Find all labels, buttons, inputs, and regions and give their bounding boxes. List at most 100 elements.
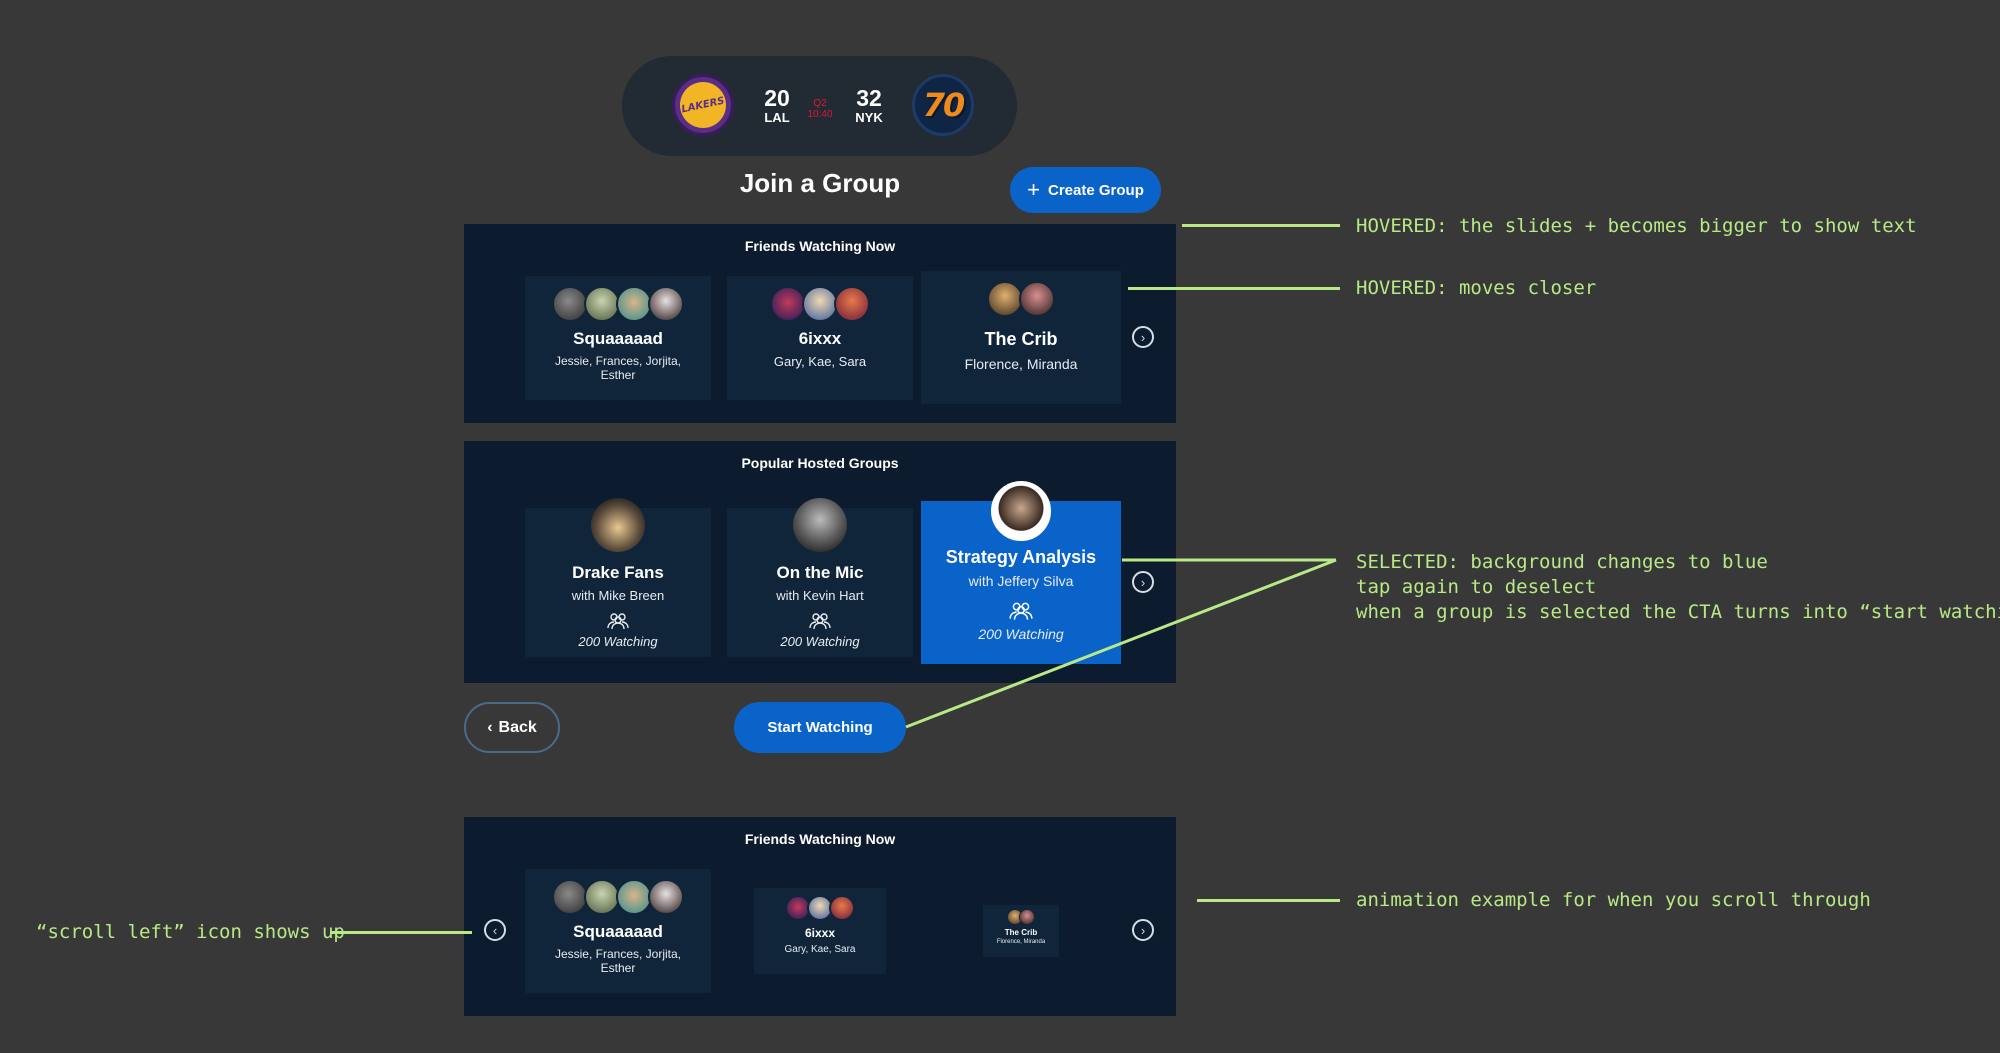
avatar <box>648 879 684 915</box>
avatar <box>802 286 838 322</box>
avatar <box>834 286 870 322</box>
group-members: Jessie, Frances, Jorjita, Esther <box>554 947 682 975</box>
watching-count: 200 Watching <box>978 626 1064 642</box>
member-avatars <box>525 879 711 915</box>
watching-count: 200 Watching <box>780 634 860 649</box>
group-card-squaaaaad[interactable]: Squaaaaad Jessie, Frances, Jorjita, Esth… <box>525 869 711 993</box>
avatar <box>1019 281 1055 317</box>
group-members: Gary, Kae, Sara <box>773 354 867 369</box>
friends-panel-title: Friends Watching Now <box>744 238 896 254</box>
create-group-label: Create Group <box>1048 181 1144 199</box>
group-name: The Crib <box>984 329 1058 349</box>
member-avatars <box>754 895 886 921</box>
group-card-6ixxx-shrinking[interactable]: 6ixxx Gary, Kae, Sara <box>754 888 886 974</box>
knicks-logo: 70 <box>912 74 974 136</box>
home-score: 20 <box>764 85 790 111</box>
annotation-selected-line-2: tap again to deselect <box>1356 576 1597 598</box>
member-avatars <box>727 286 913 322</box>
group-name: Squaaaaad <box>573 329 663 348</box>
lakers-logo: LAKERS <box>672 74 734 136</box>
group-name: On the Mic <box>776 563 864 582</box>
member-avatars <box>525 286 711 322</box>
group-name: Drake Fans <box>572 563 664 582</box>
group-members: Gary, Kae, Sara <box>784 944 856 955</box>
people-icon <box>1009 602 1033 620</box>
avatar <box>616 879 652 915</box>
group-name: 6ixxx <box>798 329 842 348</box>
avatar <box>648 286 684 322</box>
home-team-abbr: LAL <box>764 110 790 125</box>
back-label: Back <box>498 718 537 736</box>
friends-watching-scroll-example: Friends Watching Now ‹ Squaaaaad Jessie,… <box>464 817 1176 1016</box>
chevron-right-icon: › <box>1140 922 1146 938</box>
friends-watching-panel: Friends Watching Now Squaaaaad Jessie, F… <box>464 224 1176 423</box>
annotation-scroll-left: “scroll left” icon shows up <box>36 921 345 943</box>
host-avatar <box>591 498 645 552</box>
group-name: Squaaaaad <box>573 922 663 941</box>
annotation-selected: SELECTED: background changes to blue tap… <box>1356 550 2000 625</box>
avatar <box>829 895 855 921</box>
group-name: Strategy Analysis <box>945 547 1097 567</box>
host-name: with Mike Breen <box>571 588 665 603</box>
host-avatar <box>793 498 847 552</box>
scroll-panel-title: Friends Watching Now <box>744 831 896 847</box>
hosted-card-on-the-mic[interactable]: On the Mic with Kevin Hart 200 Watching <box>727 498 913 657</box>
game-time: 10:40 <box>807 109 833 120</box>
group-card-the-crib-shrinking[interactable]: The Crib Florence, Miranda <box>983 905 1059 957</box>
annotation-animation: animation example for when you scroll th… <box>1356 889 1871 911</box>
annotation-selected-line-3: when a group is selected the CTA turns i… <box>1356 601 2000 623</box>
scroll-right-button[interactable]: › <box>1132 919 1154 941</box>
page-title: Join a Group <box>739 168 901 198</box>
away-score-block: 32 NYK <box>844 86 894 126</box>
game-quarter: Q2 <box>813 98 827 109</box>
scroll-right-button[interactable]: › <box>1132 326 1154 348</box>
away-team-abbr: NYK <box>855 110 883 125</box>
host-name: with Jeffery Silva <box>968 573 1074 589</box>
annotation-line-scroll-left <box>330 931 472 934</box>
scoreboard: LAKERS 20 LAL Q2 10:40 32 NYK 70 <box>622 56 1017 156</box>
annotation-selected-line-1: SELECTED: background changes to blue <box>1356 551 1768 573</box>
group-members: Florence, Miranda <box>964 356 1078 372</box>
avatar <box>1019 909 1035 925</box>
group-members: Florence, Miranda <box>996 939 1046 945</box>
chevron-right-icon: › <box>1140 329 1146 345</box>
group-name: The Crib <box>1004 928 1038 937</box>
hosted-card-drake-fans[interactable]: Drake Fans with Mike Breen 200 Watching <box>525 498 711 657</box>
away-score: 32 <box>856 85 882 111</box>
scroll-left-button[interactable]: ‹ <box>484 919 506 941</box>
popular-hosted-panel: Popular Hosted Groups Drake Fans with Mi… <box>464 441 1176 683</box>
hosted-card-strategy-analysis-selected[interactable]: Strategy Analysis with Jeffery Silva 200… <box>921 481 1121 664</box>
plus-icon: + <box>1027 177 1040 202</box>
chevron-right-icon: › <box>1140 574 1146 590</box>
create-group-button[interactable]: + Create Group <box>1010 167 1161 213</box>
annotation-line-hover-slides <box>1182 224 1340 227</box>
start-watching-button[interactable]: Start Watching <box>734 702 906 753</box>
watching-count: 200 Watching <box>578 634 658 649</box>
member-avatars <box>921 281 1121 317</box>
host-name: with Kevin Hart <box>776 588 864 603</box>
group-card-squaaaaad[interactable]: Squaaaaad Jessie, Frances, Jorjita, Esth… <box>525 276 711 400</box>
people-icon <box>809 613 831 630</box>
group-name: 6ixxx <box>804 926 836 940</box>
knicks-logo-text: 70 <box>922 86 966 124</box>
chevron-left-icon: ‹ <box>492 922 498 938</box>
back-button[interactable]: ‹ Back <box>464 702 560 753</box>
annotation-hover-closer: HOVERED: moves closer <box>1356 277 1597 299</box>
people-icon <box>607 613 629 630</box>
scroll-right-button[interactable]: › <box>1132 571 1154 593</box>
group-card-6ixxx[interactable]: 6ixxx Gary, Kae, Sara <box>727 276 913 400</box>
annotation-line-animation <box>1197 899 1340 902</box>
game-clock: Q2 10:40 <box>800 98 840 120</box>
member-avatars <box>983 909 1059 925</box>
annotation-line-hover-closer <box>1128 287 1340 290</box>
avatar <box>770 286 806 322</box>
group-members: Jessie, Frances, Jorjita, Esther <box>554 354 682 382</box>
host-avatar <box>991 481 1051 541</box>
home-score-block: 20 LAL <box>752 86 802 126</box>
start-watching-label: Start Watching <box>767 719 873 736</box>
group-card-the-crib-hovered[interactable]: The Crib Florence, Miranda <box>921 271 1121 404</box>
hosted-panel-title: Popular Hosted Groups <box>741 455 899 471</box>
annotation-line-start-watching <box>905 558 1337 729</box>
chevron-left-icon: ‹ <box>487 718 493 736</box>
